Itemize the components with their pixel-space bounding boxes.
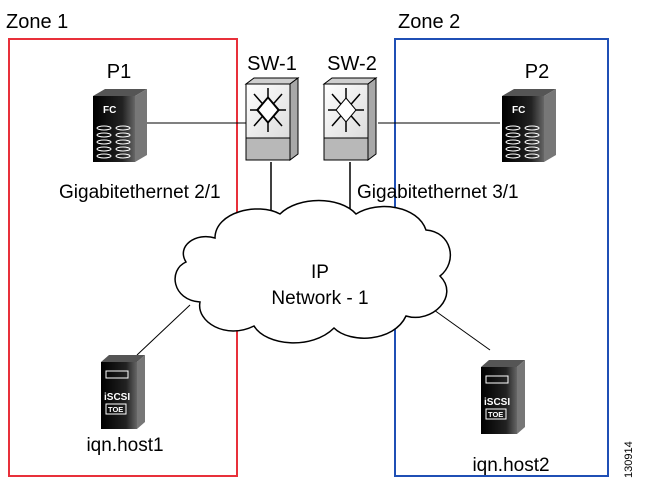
storage-p2: FC xyxy=(502,89,556,162)
zone-1-label: Zone 1 xyxy=(6,11,68,33)
host-1-server: iSCSI TOE xyxy=(101,355,145,429)
network-label-line1: IP xyxy=(311,262,329,283)
host-2-badge-bottom: TOE xyxy=(488,410,503,419)
ip-network-cloud xyxy=(174,199,451,344)
host-1-badge-top: iSCSI xyxy=(104,392,130,403)
host-2-server: iSCSI TOE xyxy=(481,360,525,434)
switch-sw2-label: SW-2 xyxy=(327,53,377,75)
storage-p1-badge: FC xyxy=(103,105,116,116)
switch-sw1 xyxy=(244,77,300,161)
interface-label-sw2: Gigabitethernet 3/1 xyxy=(357,182,519,203)
storage-p1-label: P1 xyxy=(107,61,131,83)
switch-sw1-label: SW-1 xyxy=(247,53,297,75)
storage-p1: FC xyxy=(93,89,147,162)
switch-sw2 xyxy=(322,77,378,161)
zone-2-label: Zone 2 xyxy=(398,11,460,33)
network-label-line2: Network - 1 xyxy=(271,288,368,309)
host-1-badge-bottom: TOE xyxy=(108,405,123,414)
storage-p2-badge: FC xyxy=(512,105,525,116)
interface-label-sw1: Gigabitethernet 2/1 xyxy=(59,182,221,203)
host-2-badge-top: iSCSI xyxy=(484,397,510,408)
link-network-host2 xyxy=(426,304,491,351)
link-network-host1 xyxy=(136,304,191,356)
storage-p2-label: P2 xyxy=(525,61,549,83)
host-2-label: iqn.host2 xyxy=(472,455,549,476)
figure-number: 130914 xyxy=(623,441,635,478)
host-1-label: iqn.host1 xyxy=(86,435,163,456)
